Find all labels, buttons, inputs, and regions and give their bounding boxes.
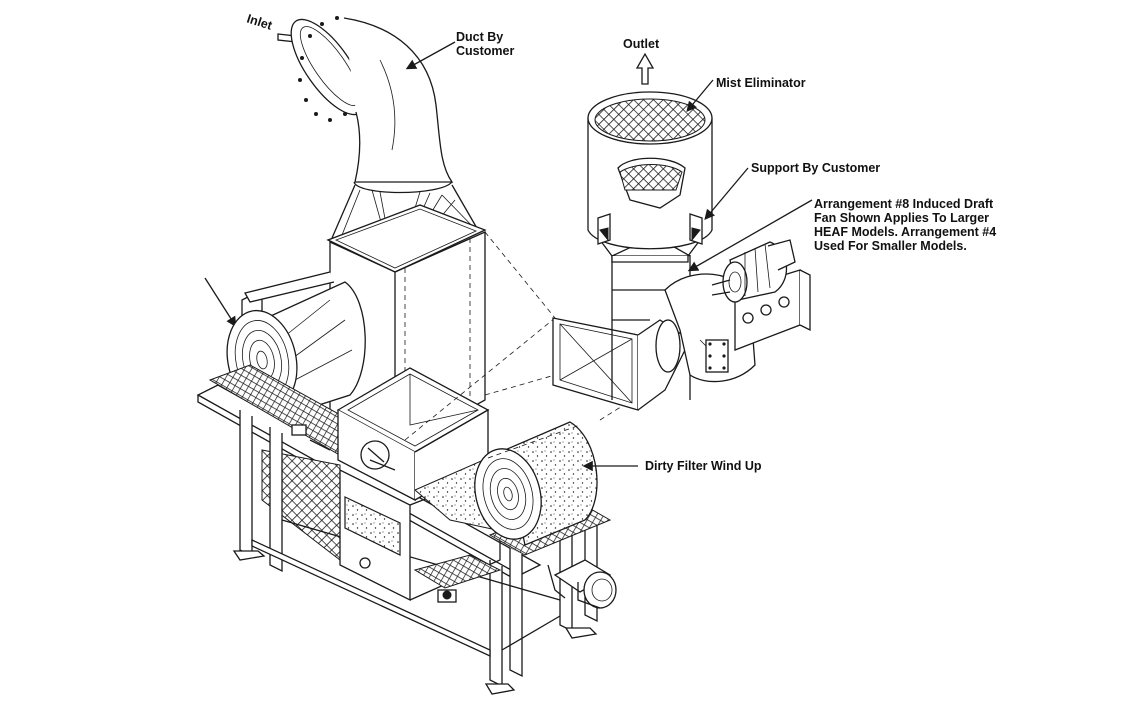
- dirty-filter-roll: [414, 421, 617, 609]
- duct-label: Duct By Customer: [456, 30, 514, 58]
- dashed-connections: [404, 231, 636, 459]
- conveyor-frame: [196, 364, 598, 695]
- arrangement-line-4: Used For Smaller Models.: [814, 239, 967, 253]
- duct-label-line-2: Customer: [456, 44, 515, 58]
- inlet-elbow-duct: [277, 16, 487, 273]
- support-label: Support By Customer: [751, 161, 881, 175]
- arrangement-line-2: Fan Shown Applies To Larger: [814, 211, 990, 225]
- outlet-arrow-icon: [635, 52, 655, 85]
- inlet-label: Inlet: [245, 12, 275, 34]
- outlet-label: Outlet: [623, 37, 660, 51]
- dirty-filter-label: Dirty Filter Wind Up: [645, 459, 762, 473]
- arrangement-line-3: HEAF Models. Arrangement #4: [814, 225, 997, 239]
- exhaust-fan: [611, 235, 811, 400]
- transition-duct: [552, 317, 691, 411]
- mist-eliminator-label: Mist Eliminator: [716, 76, 806, 90]
- mist-eliminator-vessel: [587, 52, 713, 263]
- center-hopper: [291, 367, 490, 502]
- leader-lines: [405, 41, 813, 472]
- duct-label-line-1: Duct By: [456, 30, 504, 44]
- arrangement-line-1: Arrangement #8 Induced Draft: [814, 197, 994, 211]
- arrangement-note: Arrangement #8 Induced Draft Fan Shown A…: [814, 197, 996, 253]
